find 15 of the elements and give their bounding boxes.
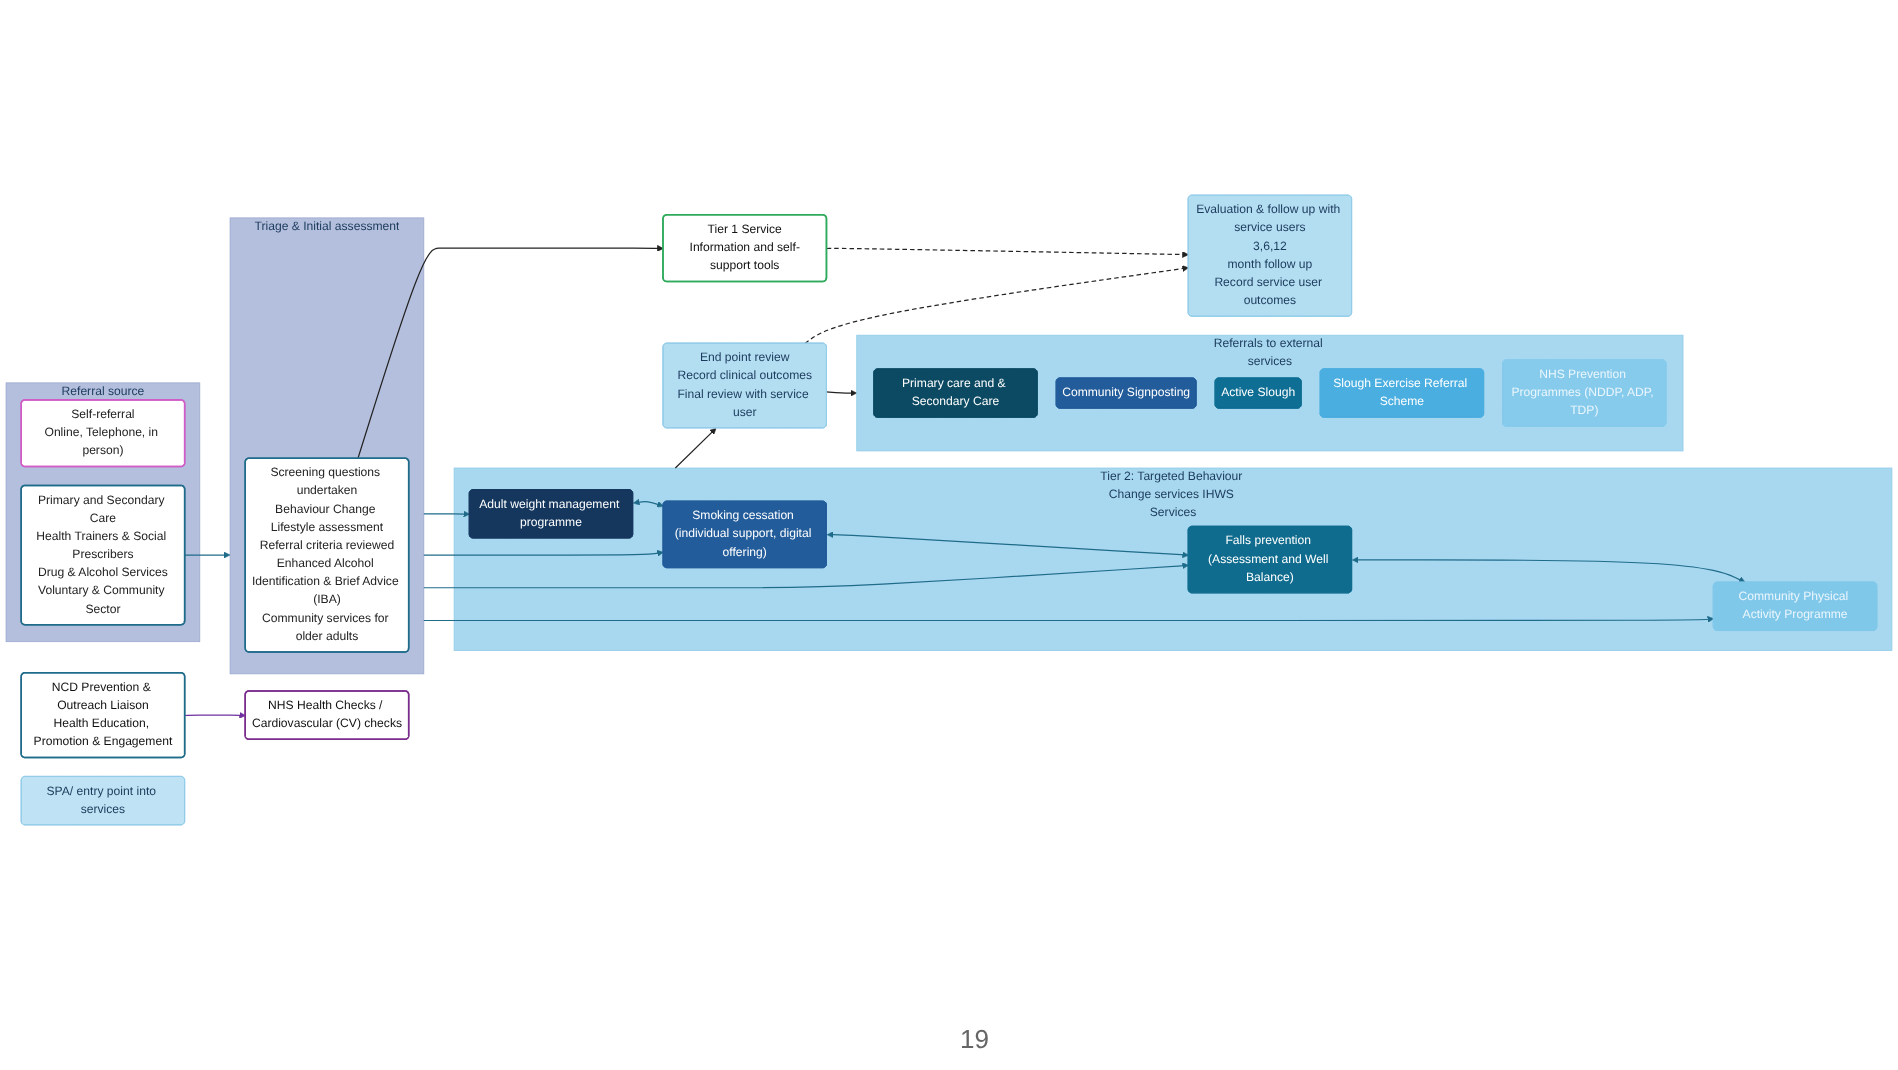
arrow xyxy=(423,510,470,518)
arrow xyxy=(674,427,717,469)
arrow xyxy=(423,562,1189,589)
arrow xyxy=(423,550,664,557)
arrow xyxy=(184,551,231,559)
arrow xyxy=(357,245,664,460)
arrow xyxy=(423,616,1714,623)
page-number: 19 xyxy=(960,1024,989,1054)
arrow xyxy=(1352,556,1746,583)
arrow xyxy=(825,389,858,397)
arrow xyxy=(633,498,664,508)
arrow xyxy=(184,712,246,719)
arrow xyxy=(826,531,1189,559)
arrow xyxy=(826,247,1189,258)
arrow xyxy=(804,265,1189,345)
